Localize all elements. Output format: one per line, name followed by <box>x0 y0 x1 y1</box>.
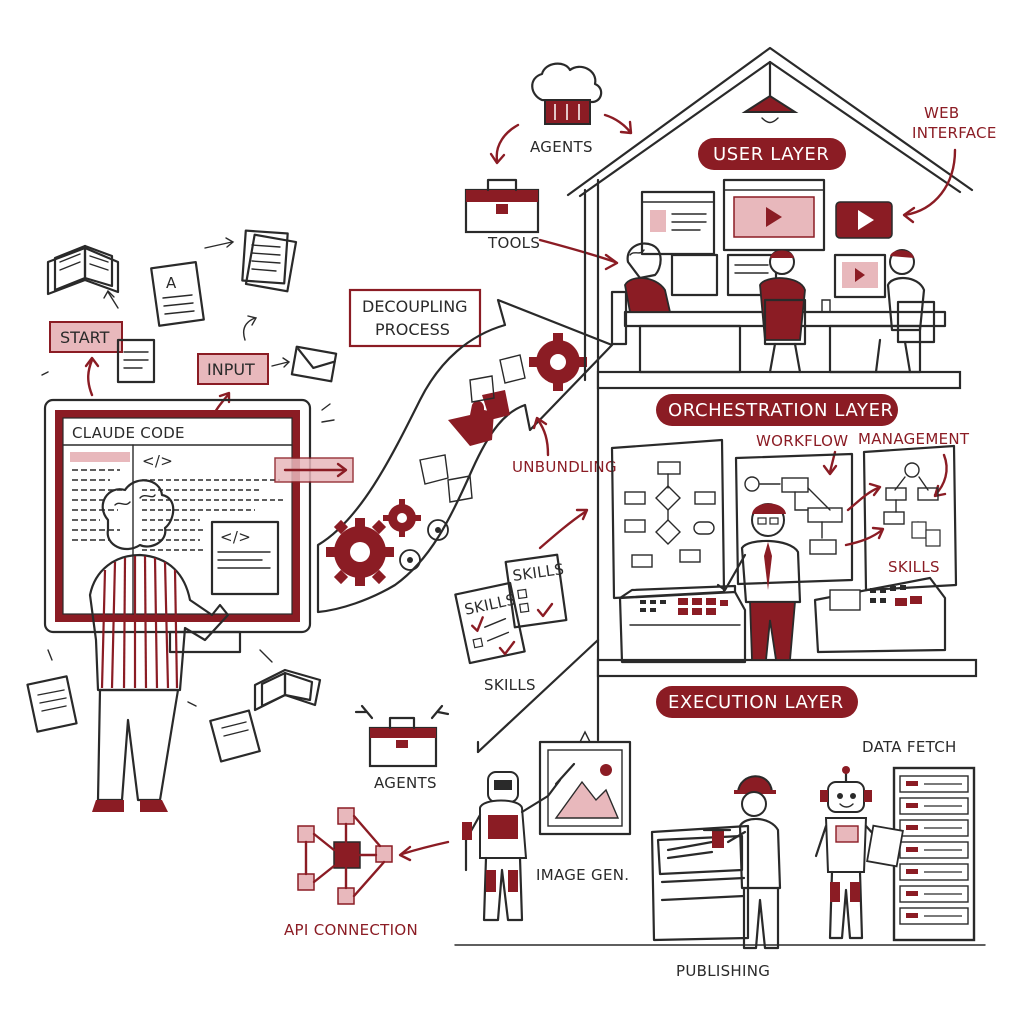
toolbox-icon <box>354 704 450 768</box>
execution-agents-label: AGENTS <box>374 774 437 792</box>
orchestration-layer-label: ORCHESTRATION LAYER <box>668 400 894 421</box>
management-label: MANAGEMENT <box>858 430 970 448</box>
screen-title: CLAUDE CODE <box>72 424 185 442</box>
code-tag: </> <box>142 452 173 470</box>
checklist-icon: SKILLS <box>454 581 526 665</box>
api-connection-label: API CONNECTION <box>284 921 418 939</box>
gear-icon <box>529 333 587 391</box>
workflow-board <box>610 438 726 600</box>
printing-press <box>650 824 750 942</box>
control-console <box>813 576 947 654</box>
robot-icon <box>814 766 904 940</box>
tools-top-label: TOOLS <box>487 234 540 252</box>
gear-icon <box>326 518 394 586</box>
input-label-box: INPUT <box>197 353 269 385</box>
decoupling-label-box: DECOUPLING PROCESS <box>348 288 482 348</box>
input-label: INPUT <box>207 360 255 379</box>
document-icon <box>26 675 78 733</box>
office-scene <box>610 242 947 374</box>
decoupling-arrow <box>316 298 614 614</box>
chip-icon <box>297 825 315 843</box>
worker-figure <box>726 775 782 950</box>
image-gen-label: IMAGE GEN. <box>536 866 629 884</box>
document-icon <box>116 338 156 384</box>
api-connection-network <box>297 807 393 905</box>
chip-icon <box>375 845 393 863</box>
workflow-board <box>734 452 854 586</box>
toolbox-icon <box>464 178 540 234</box>
chip-icon <box>333 841 361 869</box>
user-layer-pill: USER LAYER <box>698 138 846 170</box>
painting-frame <box>538 730 632 836</box>
puzzle-icon <box>419 354 526 503</box>
decoupling-label-line2: PROCESS <box>375 320 450 339</box>
skills-card-label: SKILLS <box>511 560 565 585</box>
agents-top-label: AGENTS <box>530 138 593 156</box>
document-stack-icon <box>241 229 298 293</box>
workflow-label: WORKFLOW <box>756 432 848 450</box>
document-icon <box>209 709 261 763</box>
execution-layer-label: EXECUTION LAYER <box>668 692 844 713</box>
svg-text:</>: </> <box>220 528 251 546</box>
house-frame <box>476 46 978 754</box>
video-window <box>722 178 826 252</box>
data-fetch-label: DATA FETCH <box>862 738 957 756</box>
skills-label: SKILLS <box>484 676 536 694</box>
robot-icon <box>462 762 576 922</box>
publishing-label: PUBLISHING <box>676 962 770 980</box>
orchestration-skills-label: SKILLS <box>888 558 940 576</box>
chef-hat-icon <box>531 62 603 125</box>
start-label: START <box>60 328 110 347</box>
gear-icon <box>427 519 449 541</box>
web-interface-line2: INTERFACE <box>912 124 997 142</box>
svg-text:SKILLS: SKILLS <box>463 590 517 618</box>
gear-icon <box>399 549 421 571</box>
monitor-icon: CLAUDE CODE </> </> <box>43 398 354 654</box>
control-console <box>618 584 747 664</box>
open-book-icon <box>253 668 322 712</box>
chip-icon <box>297 873 315 891</box>
lamp-icon <box>741 60 799 124</box>
svg-text:A: A <box>166 274 177 292</box>
document-icon: A <box>150 260 205 327</box>
server-rack-icon <box>892 766 976 942</box>
operator-figure <box>716 503 802 661</box>
start-label-box: START <box>49 321 123 353</box>
decoupling-label-line1: DECOUPLING <box>362 297 468 316</box>
open-book-icon <box>46 244 120 296</box>
workflow-board <box>844 444 958 592</box>
chip-icon <box>337 807 355 825</box>
unbundling-label: UNBUNDLING <box>512 458 617 476</box>
play-button-icon <box>835 201 893 239</box>
orchestration-layer-pill: ORCHESTRATION LAYER <box>656 394 898 426</box>
gear-icon <box>383 499 421 537</box>
chip-icon <box>337 887 355 905</box>
execution-layer-pill: EXECUTION LAYER <box>656 686 858 718</box>
envelope-icon <box>290 345 338 383</box>
user-layer-label: USER LAYER <box>713 144 829 165</box>
developer-figure <box>88 479 230 812</box>
checklist-icon: SKILLS <box>504 553 568 629</box>
web-interface-line1: WEB <box>924 104 960 122</box>
